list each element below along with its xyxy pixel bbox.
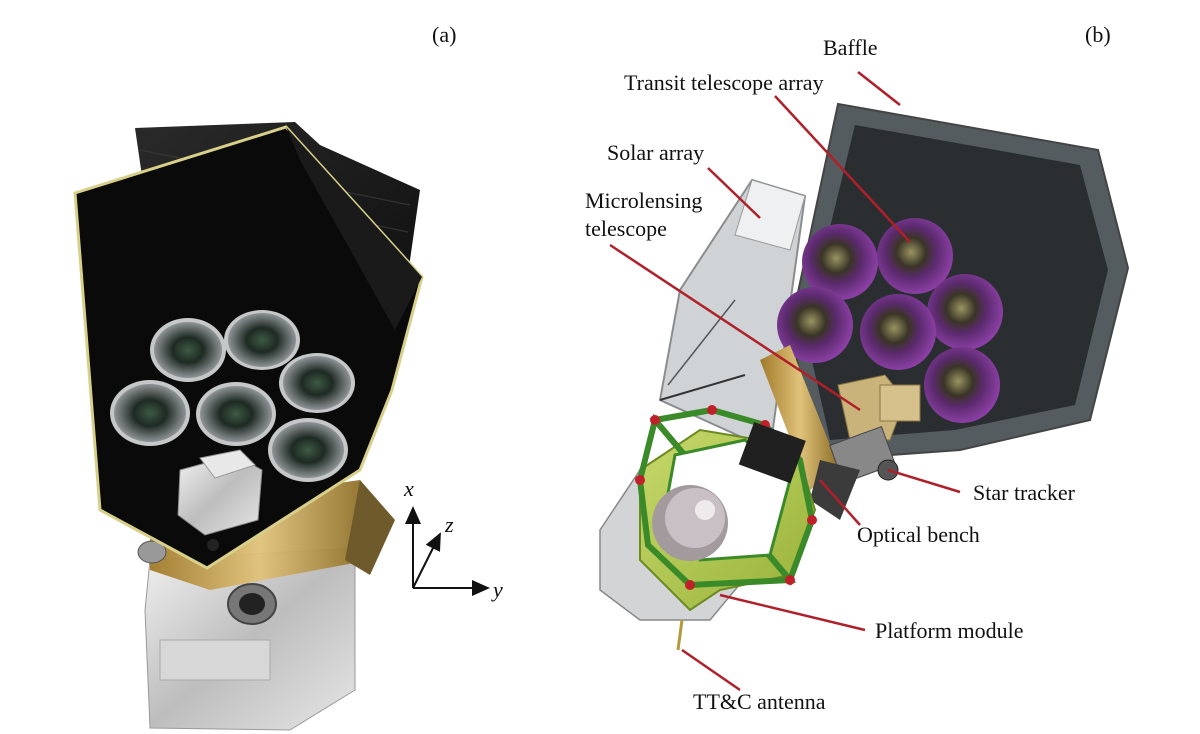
panel-b-label: (b) — [1085, 22, 1111, 47]
callout-solar-array: Solar array — [607, 140, 704, 165]
callout-star-tracker: Star tracker — [973, 480, 1076, 505]
leader-ttc — [681, 648, 741, 692]
leader-transit — [774, 95, 911, 243]
callout-transit-telescope-array: Transit telescope array — [624, 70, 824, 95]
leader-lines — [609, 71, 961, 692]
callout-microlensing-line2: telescope — [585, 216, 667, 241]
callout-baffle: Baffle — [823, 35, 878, 60]
callout-microlensing-line1: Microlensing — [585, 188, 702, 213]
axis-x-label: x — [403, 476, 414, 501]
callout-ttc-antenna: TT&C antenna — [693, 689, 826, 714]
panel-a-label: (a) — [432, 22, 456, 47]
platform-module-shape — [599, 405, 817, 651]
leader-baffle — [857, 71, 901, 106]
panel-b-telescopes — [777, 218, 1003, 423]
axis-z-label: z — [444, 512, 454, 537]
panel-a-spacecraft — [73, 122, 424, 731]
microlensing-telescope-shape — [837, 374, 921, 441]
leader-platform — [719, 593, 866, 632]
panel-a-telescopes — [110, 310, 355, 536]
leader-star-tracker — [887, 468, 961, 494]
axis-y-label: y — [491, 577, 503, 602]
leader-microlensing — [609, 243, 861, 412]
panel-b-spacecraft — [599, 102, 1130, 651]
callout-platform-module: Platform module — [875, 618, 1023, 643]
callout-optical-bench: Optical bench — [857, 522, 980, 547]
leader-solar — [707, 167, 761, 219]
leader-optical-bench — [819, 479, 861, 526]
axis-triad: x y z — [403, 476, 503, 602]
